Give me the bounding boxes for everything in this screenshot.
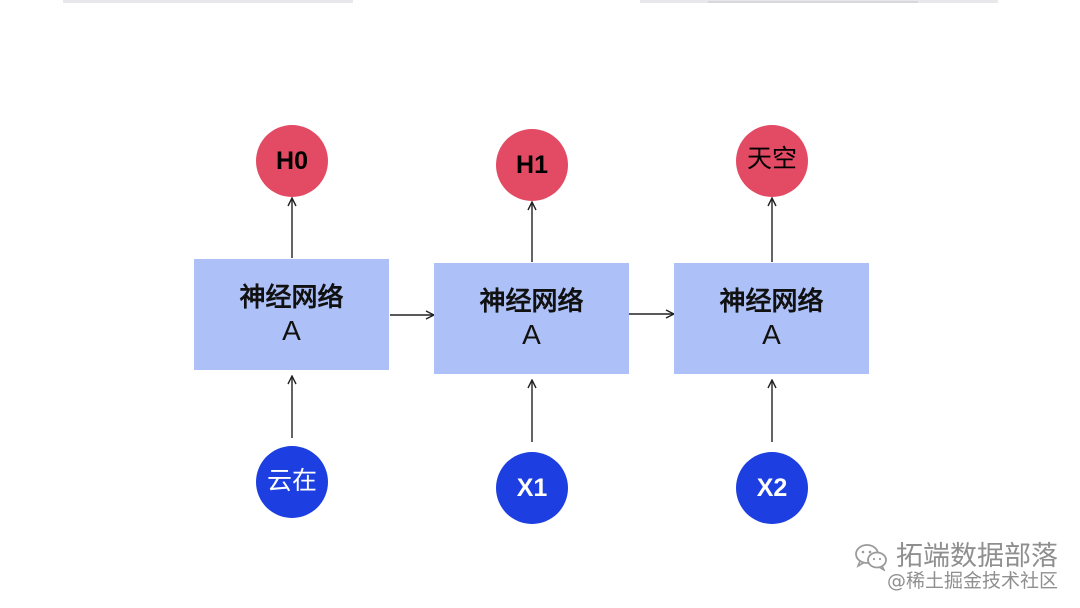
input-node-1-label: 云在 — [266, 466, 317, 495]
input-node-2: X1 — [496, 452, 568, 524]
input-node-3-label: X2 — [756, 473, 788, 502]
input-node-1: 云在 — [256, 446, 328, 518]
output-node-2: H1 — [496, 129, 568, 201]
output-node-1-label: H0 — [276, 146, 308, 175]
nn-block-3-sub: A — [762, 318, 781, 350]
nn-block-2-title: 神经网络 — [479, 286, 584, 317]
top-panel-right-inner-edge — [708, 1, 918, 3]
wechat-icon — [855, 544, 887, 571]
output-node-2-label: H1 — [516, 150, 548, 179]
nn-block-3-title: 神经网络 — [719, 286, 824, 317]
input-node-3: X2 — [736, 452, 808, 524]
output-node-3: 天空 — [736, 125, 808, 197]
nn-block-1: 神经网络 A — [194, 259, 389, 370]
output-node-3-label: 天空 — [746, 144, 797, 173]
input-node-2-label: X1 — [516, 473, 548, 502]
watermark-sub-text: @稀土掘金技术社区 — [886, 570, 1058, 592]
watermark-main-text: 拓端数据部落 — [896, 541, 1058, 572]
nn-block-2-sub: A — [522, 318, 541, 350]
output-node-1: H0 — [256, 125, 328, 197]
top-panel-left-edge — [63, 0, 353, 3]
watermark: 拓端数据部落 @稀土掘金技术社区 — [854, 540, 1058, 592]
watermark-main: 拓端数据部落 — [854, 540, 1058, 574]
nn-block-2: 神经网络 A — [434, 263, 629, 374]
nn-block-1-sub: A — [282, 314, 301, 346]
nn-block-3: 神经网络 A — [674, 263, 869, 374]
nn-block-1-title: 神经网络 — [239, 282, 344, 313]
